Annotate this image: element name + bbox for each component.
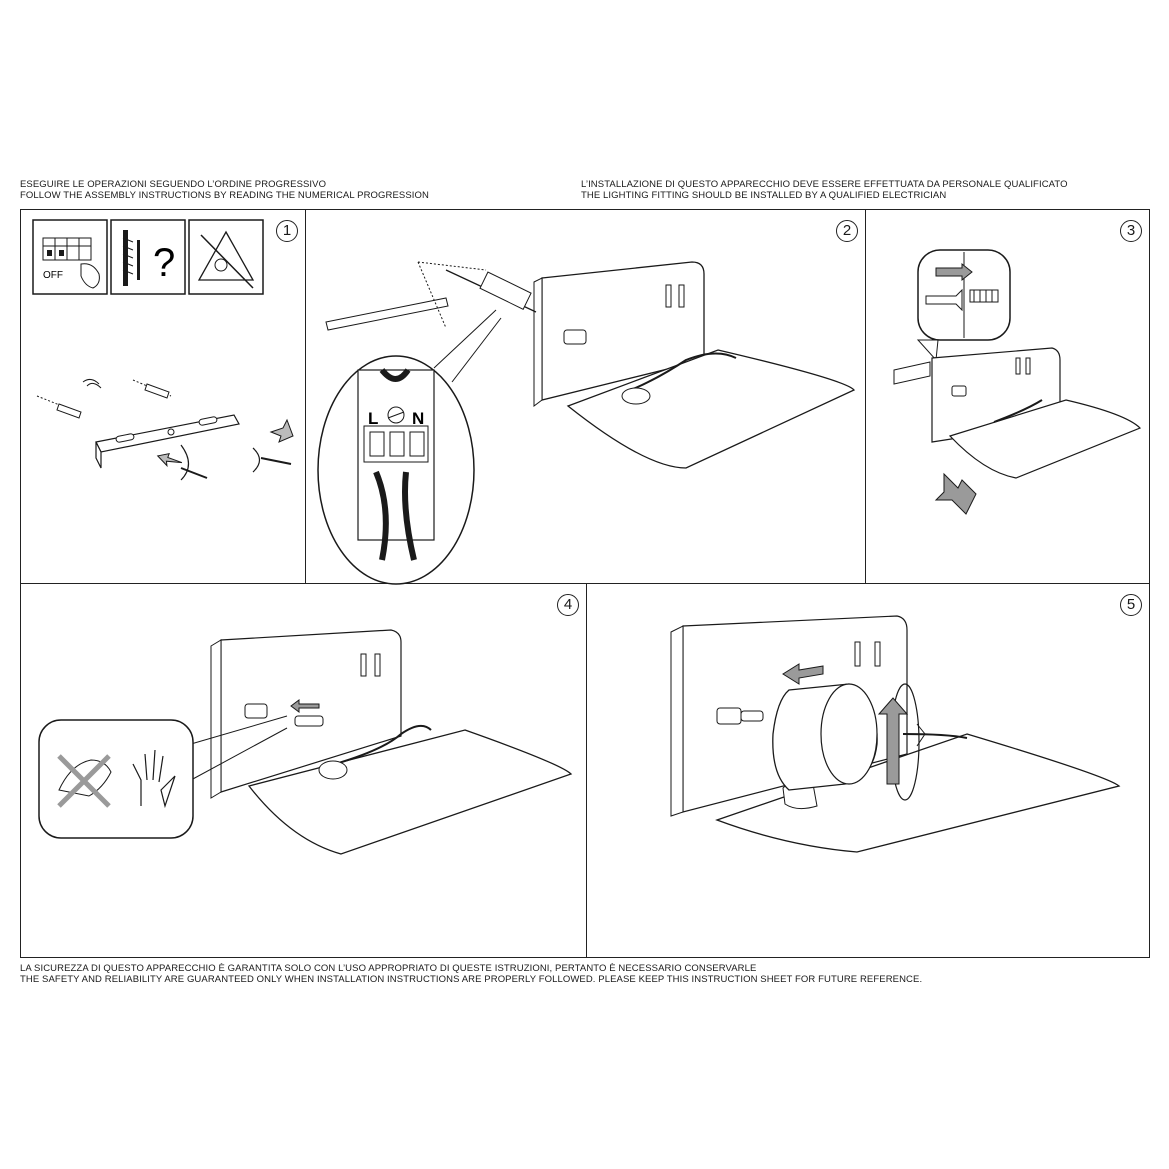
- spotlight-head: [772, 683, 878, 810]
- header-right-line-1: L’INSTALLAZIONE DI QUESTO APPARECCHIO DE…: [581, 179, 1068, 190]
- no-lamp-bulb-icon: [188, 219, 264, 295]
- shelf-plate: [715, 733, 1121, 853]
- question-mark-icon: ?: [153, 241, 175, 285]
- step-4-panel: [21, 584, 586, 957]
- bracket-with-screwdriver: [325, 261, 537, 331]
- divider-4-5: [586, 583, 587, 958]
- header-left-line-1: ESEGUIRE LE OPERAZIONI SEGUENDO L’ORDINE…: [20, 179, 327, 190]
- screw-question-icon: ?: [110, 219, 186, 295]
- step-1-panel: OFF ?: [21, 210, 305, 583]
- step-2-panel: L N: [306, 210, 865, 585]
- header-left-line-2: FOLLOW THE ASSEMBLY INSTRUCTIONS BY READ…: [20, 190, 429, 201]
- breaker-off-icon: OFF: [32, 219, 108, 295]
- mounting-bracket: [95, 414, 240, 469]
- shelf-plate: [247, 724, 573, 855]
- divider-1-2: [305, 209, 306, 584]
- lamp-back-plate: [533, 261, 705, 407]
- divider-row: [20, 583, 1150, 584]
- lamp-plate: [210, 629, 402, 799]
- terminal-live-label: L: [368, 409, 378, 428]
- footer-line-2: THE SAFETY AND RELIABILITY ARE GUARANTEE…: [20, 974, 923, 985]
- screws-with-arrows: [156, 418, 294, 481]
- terminal-neutral-label: N: [412, 409, 424, 428]
- shelf-plate: [566, 349, 856, 469]
- glove-icon: [132, 749, 176, 809]
- step-number-4: 4: [557, 594, 579, 616]
- step-number-3: 3: [1120, 220, 1142, 242]
- header-right: L’INSTALLAZIONE DI QUESTO APPARECCHIO DE…: [581, 179, 1068, 201]
- footer: LA SICUREZZA DI QUESTO APPARECCHIO È GAR…: [20, 963, 922, 985]
- wall-plugs: [36, 378, 172, 419]
- header-right-line-2: THE LIGHTING FITTING SHOULD BE INSTALLED…: [581, 190, 947, 201]
- step-3-panel: [866, 210, 1149, 583]
- step-5-illustration: [670, 615, 1121, 853]
- divider-2-3: [865, 209, 866, 584]
- push-arrow-icon: [934, 472, 977, 515]
- step-number-1: 1: [276, 220, 298, 242]
- rotate-arrow-icon: [877, 683, 926, 801]
- shelf-plate: [948, 399, 1142, 479]
- breaker-off-label: OFF: [43, 270, 63, 281]
- header-left: ESEGUIRE LE OPERAZIONI SEGUENDO L’ORDINE…: [20, 179, 429, 201]
- step-1-illustration: OFF ?: [32, 219, 294, 481]
- gloves-warning-inset: [38, 715, 288, 839]
- step-4-illustration: [38, 629, 573, 855]
- step-number-5: 5: [1120, 594, 1142, 616]
- step-3-illustration: [893, 249, 1142, 515]
- step-2-illustration: L N: [317, 261, 856, 585]
- footer-line-1: LA SICUREZZA DI QUESTO APPARECCHIO È GAR…: [20, 963, 757, 974]
- terminal-block-zoom: L N: [317, 309, 502, 585]
- screw-zoom-inset: [916, 249, 1011, 362]
- step-number-2: 2: [836, 220, 858, 242]
- step-5-panel: [587, 584, 1149, 957]
